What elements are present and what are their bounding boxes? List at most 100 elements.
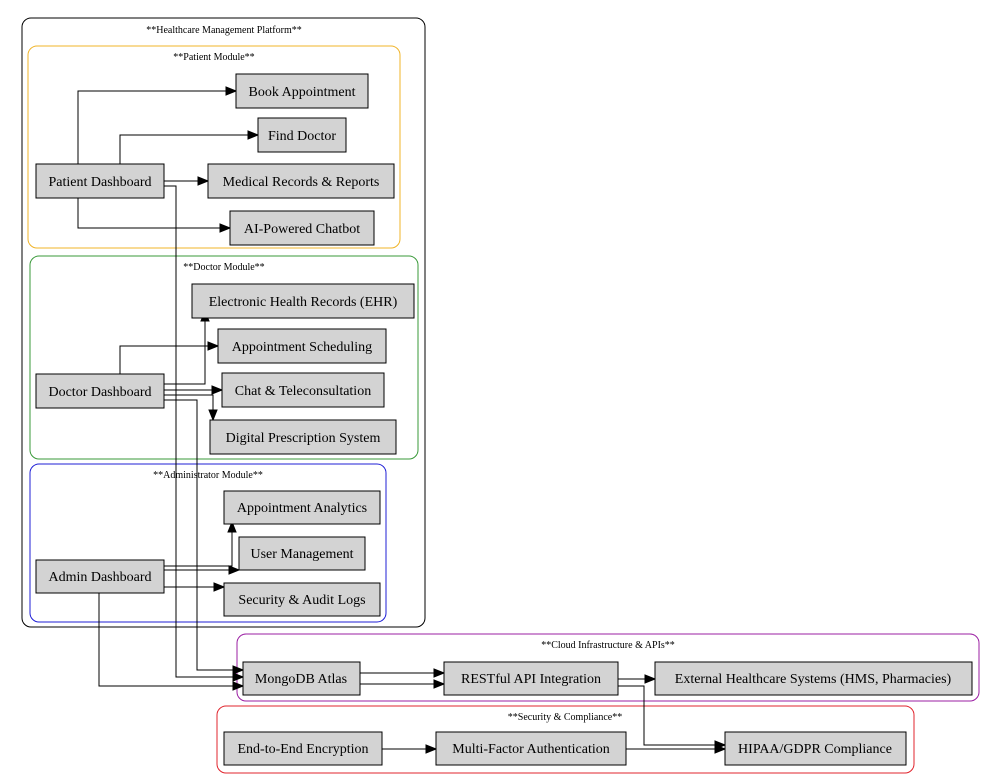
node-external-systems[interactable]: External Healthcare Systems (HMS, Pharma…	[654, 661, 973, 696]
node-admin-dashboard[interactable]: Admin Dashboard	[35, 559, 165, 594]
cluster-frame	[29, 463, 387, 623]
cluster-title: **Patient Module**	[173, 52, 254, 63]
node-ai-chatbot[interactable]: AI-Powered Chatbot	[229, 210, 375, 246]
node-box	[238, 536, 366, 571]
cluster-frame	[21, 17, 426, 628]
arrowhead	[232, 672, 245, 682]
arrowhead	[425, 744, 438, 754]
node-label: AI-Powered Chatbot	[244, 222, 360, 237]
arrowhead	[213, 582, 226, 592]
node-label: Patient Dashboard	[48, 175, 151, 190]
cluster-frame	[216, 705, 915, 774]
node-box	[35, 373, 165, 409]
node-mongodb-atlas[interactable]: MongoDB Atlas	[242, 661, 361, 696]
node-label: Electronic Health Records (EHR)	[209, 295, 398, 310]
node-find-doctor[interactable]: Find Doctor	[257, 117, 347, 153]
node-label: Chat & Teleconsultation	[235, 384, 371, 399]
cluster-title: **Administrator Module**	[153, 470, 263, 481]
node-box	[724, 731, 907, 766]
node-box	[223, 731, 383, 766]
node-security-audit-logs[interactable]: Security & Audit Logs	[223, 582, 381, 617]
node-label: End-to-End Encryption	[237, 742, 368, 757]
arrowhead	[207, 341, 220, 351]
node-label: Book Appointment	[249, 85, 356, 100]
arrowhead	[211, 385, 224, 395]
arrowhead	[208, 409, 218, 422]
node-label: MongoDB Atlas	[255, 672, 347, 687]
edge-admin-to-mongodb	[98, 593, 233, 687]
cluster-frame	[27, 45, 401, 249]
cluster-title: **Security & Compliance**	[508, 712, 622, 723]
arrowhead	[225, 86, 238, 96]
arrowhead	[232, 681, 245, 691]
arrowhead	[247, 130, 260, 140]
cluster-frame	[29, 255, 419, 460]
node-digital-prescription[interactable]: Digital Prescription System	[209, 419, 397, 455]
arrowhead	[227, 520, 237, 533]
node-book-appointment[interactable]: Book Appointment	[235, 73, 369, 109]
node-chat-teleconsultation[interactable]: Chat & Teleconsultation	[221, 372, 385, 408]
edge-admin-to-appointment-analytics	[164, 532, 233, 567]
node-label: RESTful API Integration	[461, 672, 601, 687]
edge-doctor-to-appointment-scheduling	[119, 345, 208, 374]
node-mfa[interactable]: Multi-Factor Authentication	[435, 731, 627, 766]
node-label: Appointment Scheduling	[232, 340, 372, 355]
node-label: Find Doctor	[268, 129, 336, 144]
arrowhead	[644, 674, 657, 684]
node-label: External Healthcare Systems (HMS, Pharma…	[675, 672, 952, 687]
node-patient-dashboard[interactable]: Patient Dashboard	[35, 163, 165, 199]
node-box	[191, 283, 415, 319]
node-box	[443, 661, 619, 696]
cluster-security-compliance: **Security & Compliance**	[216, 705, 915, 774]
edge-patient-to-book-appointment	[77, 90, 226, 164]
node-label: Appointment Analytics	[237, 501, 367, 516]
node-box	[35, 559, 165, 594]
node-label: HIPAA/GDPR Compliance	[738, 742, 892, 757]
edge-doctor-to-mongodb	[164, 399, 233, 671]
cluster-patient-module: **Patient Module**	[27, 45, 401, 249]
node-box	[223, 490, 381, 525]
node-label: Doctor Dashboard	[48, 385, 151, 400]
node-label: Digital Prescription System	[226, 431, 381, 446]
edge-doctor-to-ehr	[164, 321, 206, 385]
node-box	[235, 73, 369, 109]
node-box	[223, 582, 381, 617]
node-user-management[interactable]: User Management	[238, 536, 366, 571]
node-box	[217, 328, 387, 364]
node-label: Multi-Factor Authentication	[452, 742, 609, 757]
node-box	[207, 163, 395, 199]
node-appointment-scheduling[interactable]: Appointment Scheduling	[217, 328, 387, 364]
node-e2e-encryption[interactable]: End-to-End Encryption	[223, 731, 383, 766]
arrowhead	[197, 176, 210, 186]
arrowhead	[219, 223, 232, 233]
edge-patient-to-ai-chatbot	[77, 198, 220, 229]
node-box	[242, 661, 361, 696]
node-box	[35, 163, 165, 199]
node-label: Security & Audit Logs	[238, 593, 365, 608]
node-hipaa-gdpr[interactable]: HIPAA/GDPR Compliance	[724, 731, 907, 766]
node-ehr[interactable]: Electronic Health Records (EHR)	[191, 283, 415, 319]
arrowhead	[232, 665, 245, 675]
node-medical-records[interactable]: Medical Records & Reports	[207, 163, 395, 199]
cluster-title: **Cloud Infrastructure & APIs**	[541, 640, 675, 651]
node-restful-api[interactable]: RESTful API Integration	[443, 661, 619, 696]
arrowhead	[714, 744, 727, 754]
cluster-healthcare-platform: **Healthcare Management Platform**	[21, 17, 426, 628]
edges	[77, 86, 727, 754]
node-box	[221, 372, 385, 408]
cluster-doctor-module: **Doctor Module**	[29, 255, 419, 460]
node-label: User Management	[250, 547, 353, 562]
node-appointment-analytics[interactable]: Appointment Analytics	[223, 490, 381, 525]
cluster-title: **Doctor Module**	[183, 262, 264, 273]
edge-patient-to-mongodb	[164, 185, 233, 678]
node-label: Admin Dashboard	[48, 570, 151, 585]
cluster-administrator-module: **Administrator Module**	[29, 463, 387, 623]
edge-doctor-to-digital-prescription	[164, 394, 214, 410]
node-box	[209, 419, 397, 455]
node-box	[435, 731, 627, 766]
node-label: Medical Records & Reports	[223, 175, 380, 190]
arrowhead	[228, 565, 241, 575]
cluster-title: **Healthcare Management Platform**	[146, 25, 302, 36]
node-doctor-dashboard[interactable]: Doctor Dashboard	[35, 373, 165, 409]
